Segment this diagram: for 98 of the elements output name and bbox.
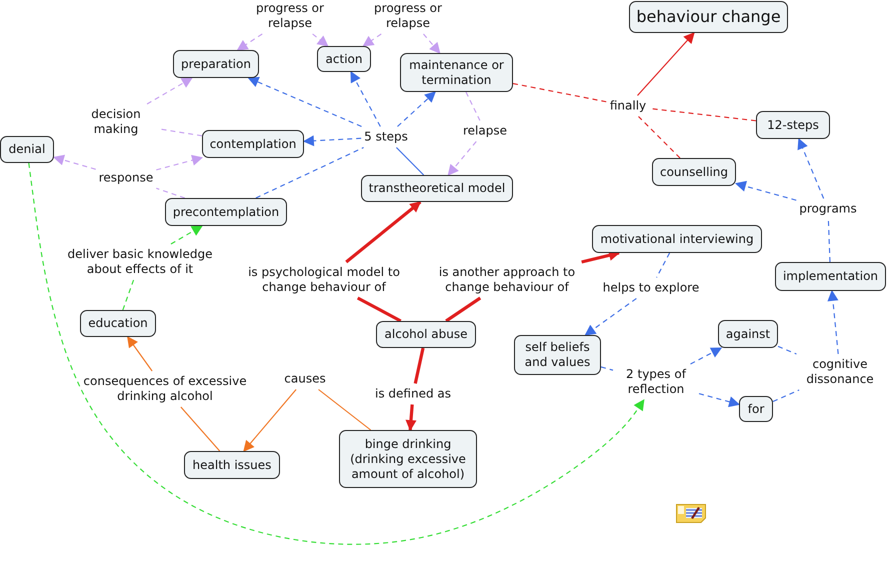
arrow xyxy=(302,135,362,146)
arrow xyxy=(170,225,203,244)
connector-line xyxy=(600,366,614,371)
concept-label: binge drinking (drinking excessive amount of alcohol) xyxy=(349,436,467,482)
concept-box xyxy=(718,320,778,348)
concept-box xyxy=(361,175,513,202)
arrow xyxy=(698,393,740,408)
concept-box xyxy=(400,53,513,92)
arrow xyxy=(248,76,362,127)
linking-phrase: is psychological model to change behaviour of xyxy=(234,265,414,295)
concept-box xyxy=(317,46,371,72)
concept-label: action xyxy=(326,52,362,66)
arrow xyxy=(584,298,637,336)
concept-label: education xyxy=(88,316,148,331)
concept-box xyxy=(376,321,476,348)
connector-line xyxy=(414,348,425,384)
concept-label: precontemplation xyxy=(172,204,280,220)
concept-box xyxy=(652,158,736,186)
concept-label: alcohol abuse xyxy=(384,327,468,342)
linking-phrase: consequences of excessive drinking alcohol xyxy=(75,374,255,404)
arrow xyxy=(637,32,695,96)
concept-label: for xyxy=(748,402,764,416)
arrow xyxy=(827,290,839,354)
concept-box xyxy=(165,198,287,226)
concept-box xyxy=(202,130,304,158)
concept-box xyxy=(629,1,788,33)
connector-line xyxy=(466,92,480,121)
concept-box xyxy=(775,262,886,291)
concept-box xyxy=(173,50,259,78)
connector-line xyxy=(256,147,364,198)
connector-line xyxy=(122,280,134,310)
connector-line xyxy=(828,219,831,262)
arrow xyxy=(243,389,296,452)
concept-label: behaviour change xyxy=(636,7,781,27)
arrow xyxy=(350,71,381,127)
arrow xyxy=(345,200,422,264)
connector-line xyxy=(772,390,800,402)
arrow xyxy=(397,91,436,127)
arrow xyxy=(362,34,382,47)
linking-phrase: progress or relapse xyxy=(363,1,453,31)
linking-phrase: deliver basic knowledge about effects of it xyxy=(50,247,230,277)
concept-box xyxy=(339,430,477,488)
arrow xyxy=(448,141,477,176)
arrow xyxy=(690,348,722,364)
concept-box xyxy=(80,310,156,337)
connector-line xyxy=(445,296,482,322)
arrow xyxy=(127,336,153,372)
connector-line xyxy=(512,83,607,102)
linking-phrase: cognitive dissonance xyxy=(795,357,885,387)
concept-label: motivational interviewing xyxy=(600,232,754,246)
concept-label: against xyxy=(726,326,770,342)
arrow xyxy=(146,77,193,104)
concept-box xyxy=(514,335,601,375)
arrow xyxy=(52,154,96,170)
linking-phrase: 5 steps xyxy=(364,130,408,144)
arrow xyxy=(312,34,329,47)
connector-line xyxy=(156,188,185,199)
linking-phrase: response xyxy=(98,170,154,186)
connector-line xyxy=(158,128,202,136)
concept-label: 12-steps xyxy=(767,118,819,132)
arrow xyxy=(28,162,644,545)
connector-line xyxy=(396,147,424,176)
linking-phrase: is defined as xyxy=(375,386,451,402)
concept-label: contemplation xyxy=(210,136,296,152)
arrow xyxy=(734,180,796,201)
concept-box xyxy=(592,225,762,253)
linking-phrase: progress or relapse xyxy=(245,1,335,31)
concept-label: self beliefs and values xyxy=(524,340,592,370)
concept-box xyxy=(756,111,830,139)
arrow xyxy=(406,404,416,432)
concept-box xyxy=(0,136,54,163)
connector-line xyxy=(356,296,402,322)
linking-phrase: decision making xyxy=(76,107,156,137)
arrow xyxy=(236,34,263,51)
concept-box xyxy=(739,396,773,422)
connector-line xyxy=(180,406,220,452)
concept-label: transtheoretical model xyxy=(368,181,506,196)
arrow xyxy=(423,34,440,54)
concept-label: health issues xyxy=(192,458,272,472)
concept-label: preparation xyxy=(181,56,251,72)
connector-line xyxy=(638,116,680,158)
linking-phrase: helps to explore xyxy=(602,280,700,296)
connector-line xyxy=(778,346,797,354)
linking-phrase: 2 types of reflection xyxy=(616,367,696,397)
linking-phrase: programs xyxy=(799,202,857,216)
linking-phrase: finally xyxy=(610,98,646,114)
linking-phrase: is another approach to change behaviour of xyxy=(427,265,587,295)
concept-box xyxy=(184,451,280,479)
concept-label: counselling xyxy=(660,164,728,180)
connector-line xyxy=(318,389,371,430)
arrow xyxy=(156,154,204,170)
concept-label: denial xyxy=(8,142,46,157)
concept-label: implementation xyxy=(782,269,878,284)
linking-phrase: causes xyxy=(284,372,326,386)
concept-label: maintenance or termination xyxy=(408,58,505,88)
linking-phrase: relapse xyxy=(463,124,507,138)
arrow xyxy=(798,138,824,199)
connector-line xyxy=(656,252,670,278)
